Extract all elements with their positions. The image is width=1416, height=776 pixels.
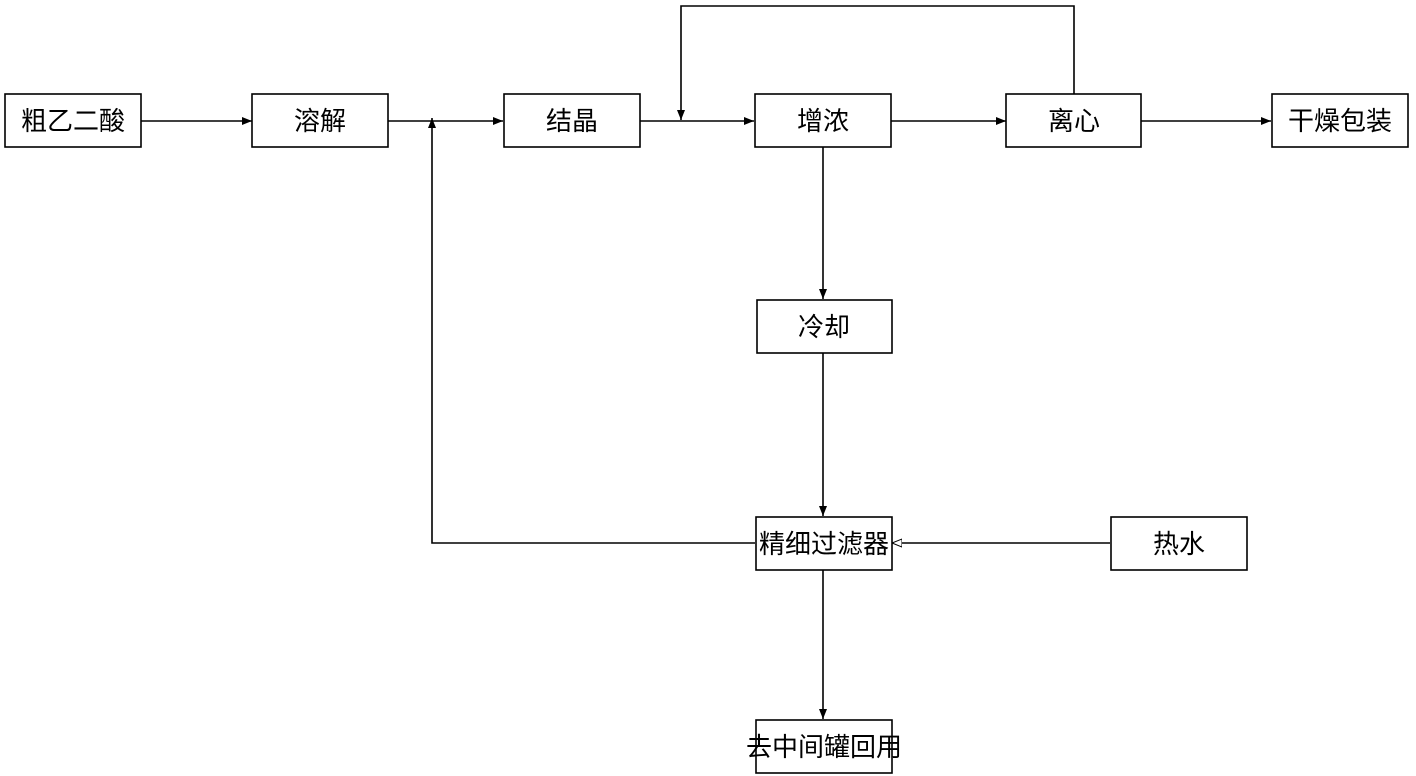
node-dry-pack: 干燥包装 [1271,93,1409,148]
node-fine-filter: 精细过滤器 [755,516,893,571]
node-fine-filter-label: 精细过滤器 [759,530,889,560]
node-crude-acid: 粗乙二酸 [4,93,142,148]
node-recycle-label: 去中间罐回用 [746,733,902,763]
node-cool-label: 冷却 [798,313,850,343]
node-dissolve: 溶解 [251,93,389,148]
node-crude-acid-label: 粗乙二酸 [21,107,125,137]
edge-filter-loop-to-crystallize [428,118,755,544]
node-hot-water: 热水 [1110,516,1248,571]
node-crystallize-label: 结晶 [546,107,598,137]
node-recycle: 去中间罐回用 [746,719,902,774]
node-cool: 冷却 [756,299,893,354]
node-centrifuge-label: 离心 [1048,107,1100,137]
node-centrifuge: 离心 [1005,93,1142,148]
node-dissolve-label: 溶解 [294,107,346,137]
node-hot-water-label: 热水 [1153,530,1205,560]
node-thicken: 增浓 [754,93,892,148]
node-thicken-label: 增浓 [797,107,849,137]
node-crystallize: 结晶 [503,93,641,148]
node-dry-pack-label: 干燥包装 [1288,107,1392,137]
edge-centrifuge-loop-back [677,5,1075,120]
